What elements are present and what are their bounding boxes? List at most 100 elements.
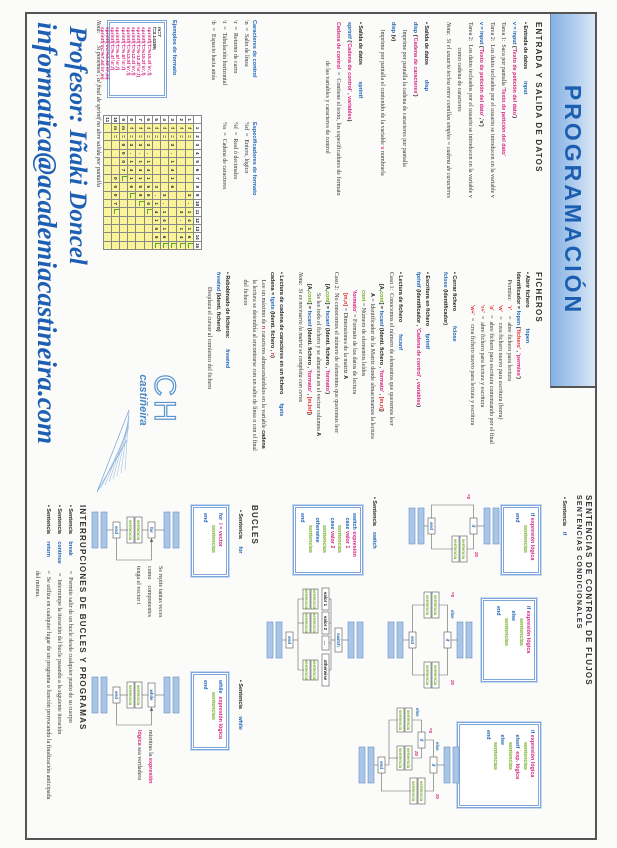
sentencia-label: sentencia (304, 613, 309, 634)
logo-wing-line (104, 424, 130, 486)
branch-label: ≠0 (414, 751, 419, 756)
flow-line (431, 504, 474, 518)
sentencia-box (417, 777, 426, 805)
logo-wing-line (100, 427, 130, 489)
code-block-bar (367, 746, 375, 784)
undefined-box (321, 635, 330, 651)
flow-line (412, 719, 422, 732)
branch-label: else (450, 610, 455, 619)
sentencia-label: sentencia (304, 660, 309, 681)
code-block-bar (172, 511, 180, 549)
undefined-label: otherwise (323, 660, 328, 681)
code-block-bar (356, 621, 364, 659)
code-block-bar (492, 507, 500, 545)
code-block-bar (358, 746, 366, 784)
sentencia-box (404, 745, 413, 771)
sentencia-label: sentencia (406, 748, 411, 769)
undefined-box (321, 653, 330, 687)
code-block-bar (452, 746, 460, 784)
code-block-bar (275, 621, 283, 659)
sentencia-label: sentencia (128, 520, 133, 541)
flow-line (297, 598, 304, 671)
flow-line (431, 534, 453, 550)
undefined-box (321, 611, 330, 635)
sentencia-label: sentencia (411, 781, 416, 802)
undefined-label: if (445, 639, 450, 642)
code-block-bar (100, 676, 108, 714)
sentencia-box (310, 659, 319, 681)
undefined-label: while (149, 689, 154, 702)
flow-line (425, 773, 434, 792)
code-block-bar (347, 621, 355, 659)
code-block-bar (417, 507, 425, 545)
undefined-label: end (379, 761, 384, 769)
flow-line (116, 703, 152, 726)
flow-line (412, 604, 425, 632)
logo-wing-line (108, 421, 130, 483)
code-block-bar (172, 676, 180, 714)
undefined-label: for (149, 527, 154, 533)
code-block-bar (387, 621, 395, 659)
flow-line (412, 648, 425, 676)
sentencia-label: sentencia (406, 710, 411, 731)
undefined-label: end (287, 636, 292, 644)
undefined-label: if (419, 739, 424, 742)
branch-label: else (435, 742, 440, 751)
sentencia-box (134, 681, 143, 709)
sentencia-label: sentencia (419, 781, 424, 802)
logo-wing-line (112, 418, 130, 480)
undefined-label: end (429, 522, 434, 530)
undefined-label: if (471, 525, 476, 528)
sentencia-label: sentencia (433, 665, 438, 686)
branch-label: =0 (450, 592, 455, 598)
branch-label: else (415, 708, 420, 717)
sentencia-label: sentencia (136, 685, 141, 706)
flow-line (439, 648, 448, 676)
code-block-bar (91, 676, 99, 714)
undefined-box (321, 587, 330, 611)
sentencia-label: sentencia (425, 595, 430, 616)
flow-line (385, 719, 398, 766)
branch-label: ≠0 (450, 680, 455, 685)
sentencia-label: sentencia (304, 589, 309, 610)
undefined-label: end (114, 526, 119, 534)
sentencia-box (431, 591, 440, 619)
code-block-bar (443, 746, 451, 784)
flow-line (381, 773, 411, 792)
sentencia-box (310, 612, 319, 634)
branch-label: =0 (466, 494, 471, 500)
sentencia-label: sentencia (128, 685, 133, 706)
undefined-label: switch (336, 633, 341, 647)
sentencia-label: sentencia (312, 660, 317, 681)
branch-label: ≠0 (474, 552, 479, 557)
sentencia-box (431, 661, 440, 689)
loop-arrow-icon (149, 538, 154, 542)
sentencia-box (310, 588, 319, 610)
branch-label: =0 (428, 728, 433, 734)
flow-line (467, 534, 474, 550)
sentencia-label: sentencia (425, 665, 430, 686)
undefined-label: if (431, 764, 436, 767)
logo-wing-outline (96, 409, 130, 493)
sentencia-label: sentencia (136, 520, 141, 541)
code-block-bar (408, 507, 416, 545)
undefined-label: end (114, 691, 119, 699)
undefined-label: valor 1 (323, 592, 328, 607)
flow-line (439, 604, 448, 632)
branch-label: ≠0 (435, 794, 440, 799)
code-block-bar (100, 511, 108, 549)
flow-line (412, 748, 422, 759)
code-block-bar (465, 621, 473, 659)
code-block-bar (163, 511, 171, 549)
sentencia-label: sentencia (433, 595, 438, 616)
undefined-label: valor 2 (323, 616, 328, 631)
sentencia-label: sentencia (453, 539, 458, 560)
sentencia-box (404, 707, 413, 733)
code-block-bar (483, 507, 491, 545)
code-block-bar (396, 621, 404, 659)
sentencia-box (459, 535, 468, 563)
undefined-label: end (410, 636, 415, 644)
sentencia-label: sentencia (398, 748, 403, 769)
